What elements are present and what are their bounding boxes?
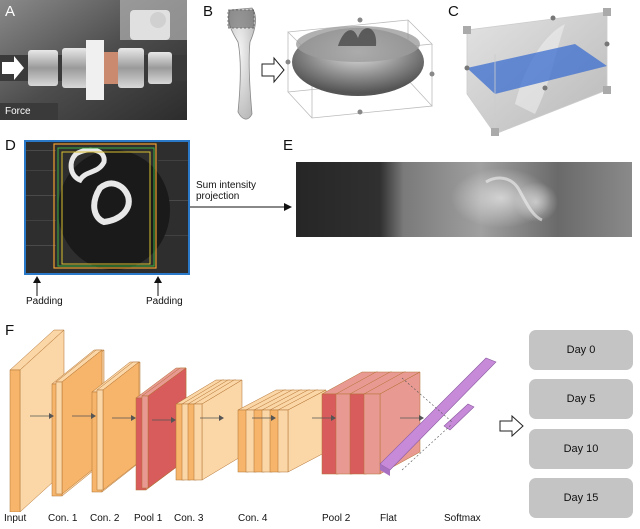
connection-line — [401, 377, 453, 423]
layer-label: Pool 1 — [134, 513, 163, 524]
slicing-plane-illustration — [463, 8, 611, 136]
panel-label-a: A — [5, 3, 16, 20]
test-rig-photo-drawing — [0, 0, 187, 120]
flow-arrowhead — [131, 415, 136, 421]
layer-softmax — [443, 403, 475, 431]
layer-label: Softmax — [444, 513, 481, 524]
flow-arrowhead — [331, 415, 336, 421]
layer-label: Pool 2 — [322, 513, 351, 524]
connection-line — [401, 423, 453, 471]
projection-label-line1: Sum intensity — [196, 180, 257, 191]
output-class-box: Day 5 — [529, 379, 633, 419]
layer-conv-3-slice — [193, 379, 243, 481]
padding-label-left: Padding — [26, 296, 63, 307]
panel-label-c: C — [448, 3, 459, 20]
panel-label-e: E — [283, 137, 294, 154]
panel-label-d: D — [5, 137, 16, 154]
output-class-box: Day 10 — [529, 429, 633, 469]
panel-label-f: F — [5, 322, 15, 339]
projection-image — [296, 162, 632, 237]
flow-arrowhead — [271, 415, 276, 421]
projection-label-line2: projection — [196, 191, 240, 202]
ct-slice-illustration — [24, 140, 190, 275]
output-class-box: Day 0 — [529, 330, 633, 370]
padding-arrows — [33, 276, 162, 296]
test-rig-photo: Force — [0, 0, 187, 120]
flow-arrowhead — [49, 413, 54, 419]
bone-volume-illustration — [227, 7, 435, 120]
flow-arrowhead — [91, 413, 96, 419]
output-class-box: Day 15 — [529, 478, 633, 518]
layer-label: Input — [4, 513, 27, 524]
output-arrow-icon — [499, 414, 524, 438]
layer-label: Flat — [380, 513, 397, 524]
force-tag: Force — [0, 103, 58, 120]
panel-label-b: B — [203, 3, 214, 20]
layer-conv-4-slice — [277, 389, 327, 473]
layer-label: Con. 2 — [90, 513, 120, 524]
layer-conv-2-b — [96, 361, 140, 491]
cnn-architecture — [9, 329, 497, 512]
projection-arrow — [190, 203, 292, 211]
layer-label: Con. 1 — [48, 513, 78, 524]
layer-label: Con. 3 — [174, 513, 204, 524]
padding-label-right: Padding — [146, 296, 183, 307]
flow-arrowhead — [219, 415, 224, 421]
layer-label: Con. 4 — [238, 513, 268, 524]
flow-arrowhead — [419, 415, 424, 421]
layer-flat — [379, 357, 497, 476]
flow-arrowhead — [171, 417, 176, 423]
